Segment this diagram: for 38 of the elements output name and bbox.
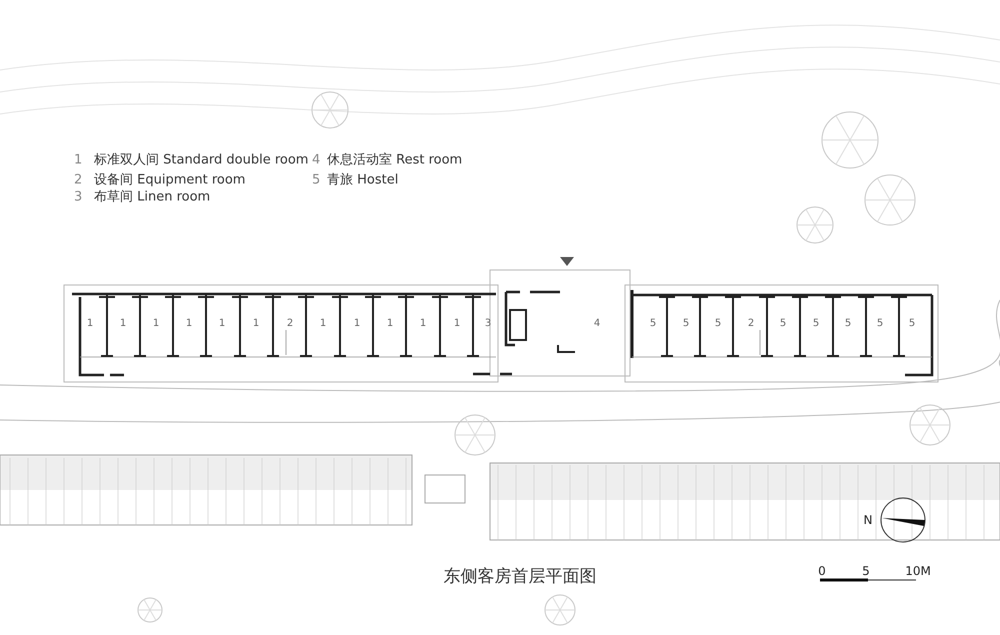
room-number: 5: [714, 319, 722, 329]
room-number: 5: [844, 319, 852, 329]
legend-text: 布草间 Linen room: [94, 190, 210, 204]
room-number: 5: [780, 319, 786, 329]
room-number: 1: [454, 319, 460, 329]
scale-text: 10M: [905, 565, 931, 577]
room-number: 1: [120, 319, 126, 329]
room-number: 1: [152, 319, 160, 329]
legend-text: 休息活动室 Rest room: [327, 154, 462, 166]
legend-number: 5: [312, 174, 320, 186]
room-number: 1: [86, 319, 94, 329]
room-number: 1: [218, 319, 226, 329]
room-number: 1: [420, 319, 426, 329]
room-number: 5: [908, 319, 916, 329]
room-number: 1: [386, 319, 394, 329]
room-number: 1: [354, 319, 360, 329]
legend-number: 3: [74, 190, 82, 204]
room-number: 5: [650, 319, 656, 329]
room-number: 5: [812, 319, 820, 329]
legend-text: 设备间 Equipment room: [94, 174, 246, 186]
room-number: 1: [186, 319, 192, 329]
legend-number: 1: [74, 154, 82, 166]
room-number: 1: [320, 319, 326, 329]
legend-text: 标准双人间 Standard double room: [94, 154, 308, 166]
room-number: 5: [682, 319, 690, 329]
drawing-title: 东侧客房首层平面图: [444, 566, 596, 588]
room-number: 3: [484, 319, 492, 329]
room-number: 2: [748, 319, 754, 329]
legend-text: 青旅 Hostel: [327, 174, 398, 186]
legend-number: 4: [312, 154, 320, 166]
legend-number: 2: [74, 174, 82, 186]
room-number: 1: [252, 319, 260, 329]
scale-text: 5: [862, 565, 870, 577]
room-number: 5: [876, 319, 884, 329]
room-number: 4: [594, 319, 600, 329]
room-number: 2: [286, 319, 294, 329]
scale-text: 0: [818, 565, 826, 577]
scale-text: N: [864, 514, 872, 526]
